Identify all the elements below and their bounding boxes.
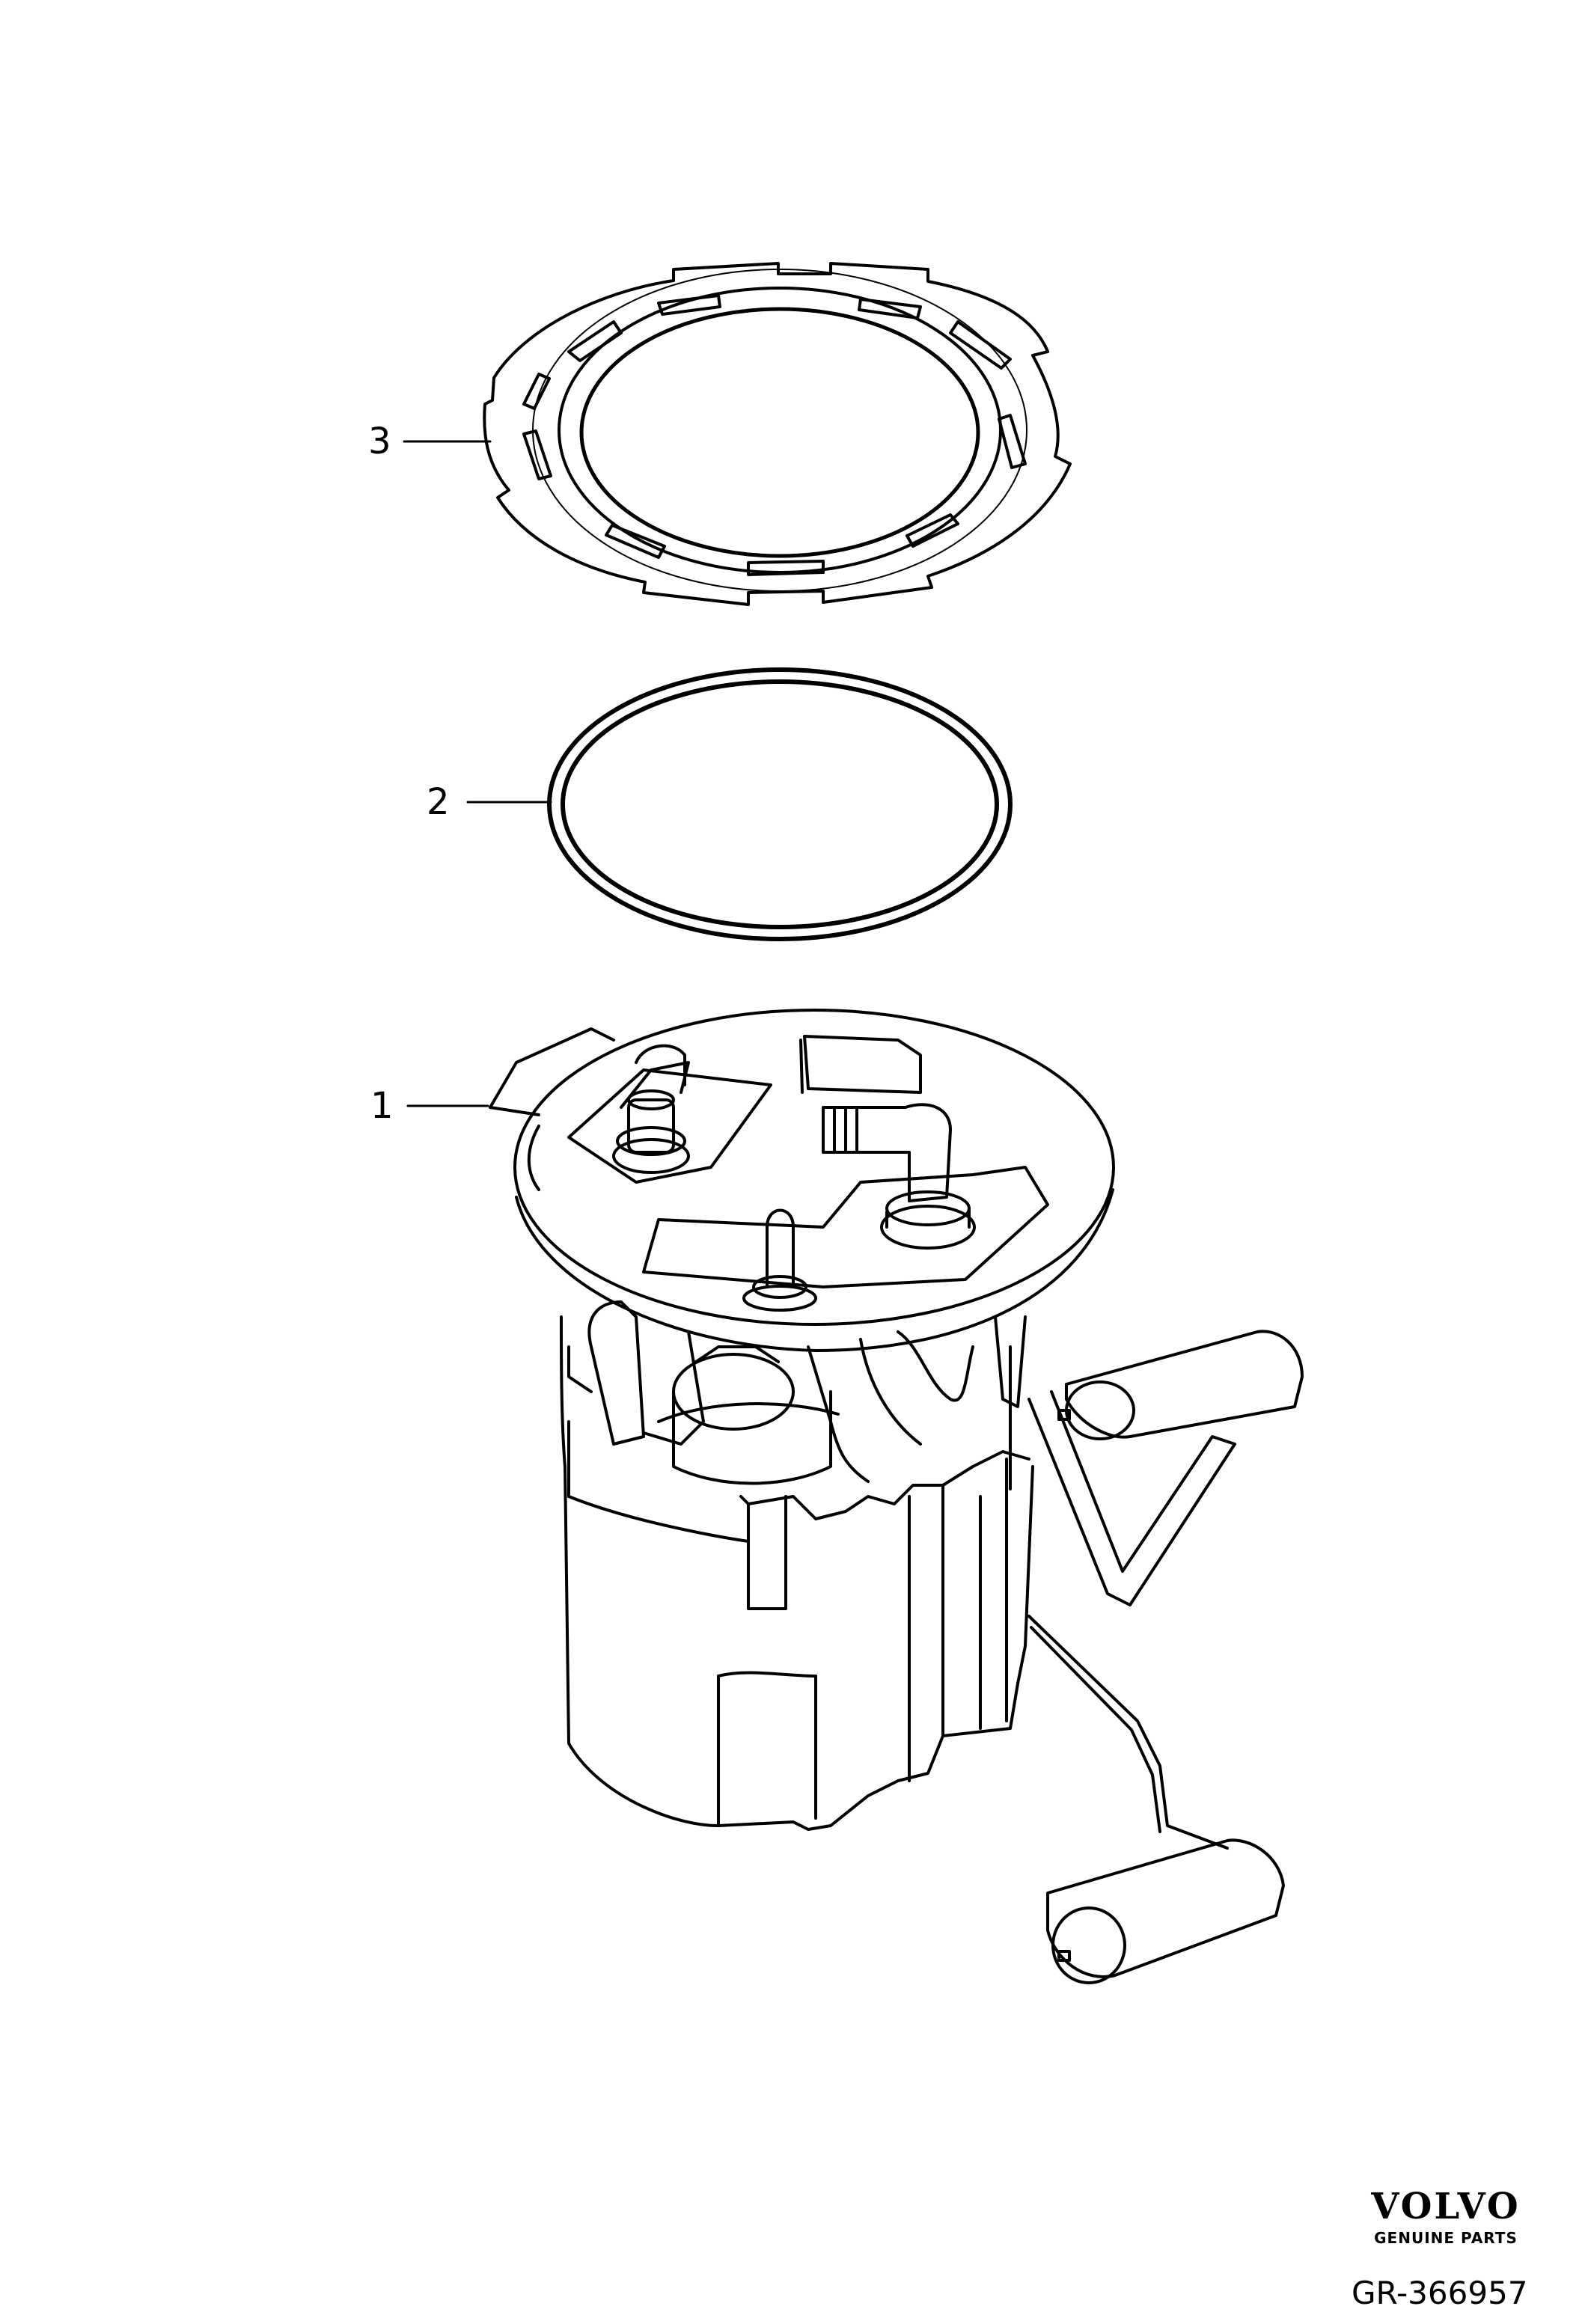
callout-number-2: 2 (427, 781, 450, 823)
fuel-level-float-lower (1027, 1615, 1285, 1984)
diagram-reference-code: GR-366957 (1352, 2275, 1528, 2311)
fuel-pump-drawing (489, 1009, 1115, 1831)
brand-name: VOLVO (1371, 2186, 1521, 2227)
callout-number-1: 1 (370, 1085, 394, 1127)
volvo-genuine-parts-logo: VOLVO GENUINE PARTS (1359, 2189, 1533, 2247)
locking-ring-drawing (483, 262, 1072, 606)
brand-tagline: GENUINE PARTS (1374, 2229, 1518, 2247)
fuel-level-float-upper (1027, 1330, 1304, 1606)
o-ring-drawing (547, 667, 1013, 941)
callout-number-3: 3 (368, 421, 391, 462)
